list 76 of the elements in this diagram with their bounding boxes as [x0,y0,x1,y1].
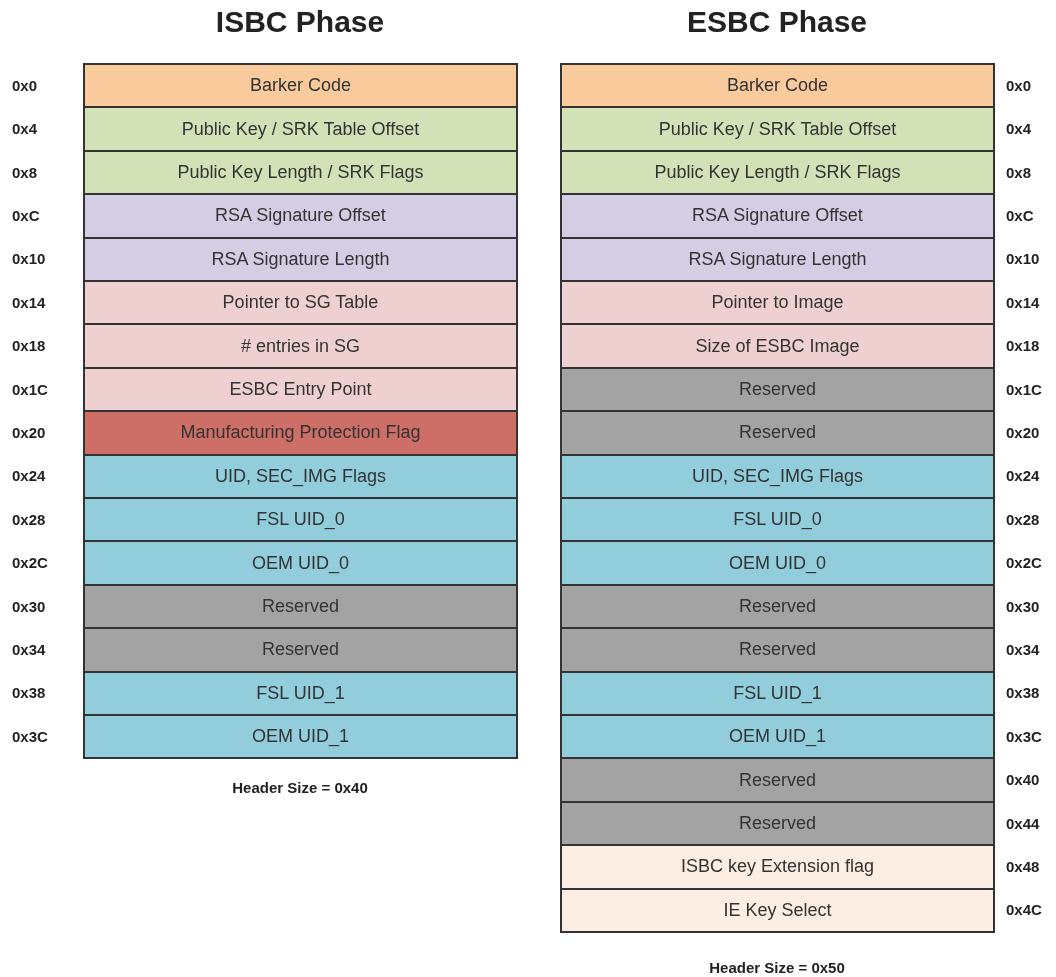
offset-label: 0x20 [12,424,46,440]
table-row: RSA Signature Offset [83,193,518,239]
table-row: ISBC key Extension flag [560,844,995,890]
offset-label: 0x30 [12,598,46,614]
offset-label: 0x18 [1006,338,1040,354]
table-row: Public Key / SRK Table Offset [560,106,995,152]
offset-label: 0x10 [1006,251,1040,267]
table-row: Reserved [560,583,995,630]
offset-label: 0x3C [1006,728,1042,744]
table-row: Public Key Length / SRK Flags [560,149,995,196]
table-row: RSA Signature Length [560,236,995,282]
offset-label: 0x0 [1006,77,1032,93]
offset-label: 0xC [1006,207,1034,223]
table-row: OEM UID_1 [560,714,995,760]
offset-label: 0x28 [12,511,46,527]
table-title: ISBC Phase [215,7,385,37]
offset-label: 0x18 [12,338,46,354]
table-row: # entries in SG [83,323,518,369]
offset-label: 0x34 [12,641,46,657]
offset-label: 0x1C [1006,381,1042,397]
table-row: Manufacturing Protection Flag [83,410,518,456]
table-row: FSL UID_0 [83,497,518,543]
offset-label: 0x24 [1006,468,1040,484]
offset-label: 0x14 [1006,294,1040,310]
offset-label: 0x4C [1006,902,1042,918]
table-row: Reserved [83,583,518,630]
offset-label: 0x28 [1006,511,1040,527]
offset-label: 0xC [12,207,40,223]
table-row: OEM UID_0 [83,540,518,586]
offset-label: 0x20 [1006,424,1040,440]
offset-label: 0x44 [1006,815,1040,831]
offset-label: 0x4 [12,121,38,137]
table-row: FSL UID_0 [560,497,995,543]
offset-label: 0x0 [12,77,38,93]
table-row: Reserved [560,627,995,673]
header-size-note: Header Size = 0x50 [709,959,845,975]
table-row: RSA Signature Length [83,236,518,282]
table-row: Reserved [560,410,995,456]
offset-label: 0x38 [1006,685,1040,701]
table-row: OEM UID_0 [560,540,995,586]
offset-label: 0x14 [12,294,46,310]
offset-label: 0x2C [1006,555,1042,571]
offset-label: 0x1C [12,381,48,397]
table-row: UID, SEC_IMG Flags [83,453,518,499]
table-row: FSL UID_1 [560,670,995,716]
offset-label: 0x38 [12,685,46,701]
offset-label: 0x30 [1006,598,1040,614]
offset-label: 0x10 [12,251,46,267]
table-row: Barker Code [83,63,518,109]
offset-label: 0x40 [1006,772,1040,788]
table-row: Public Key Length / SRK Flags [83,149,518,196]
table-row: IE Key Select [560,887,995,933]
offset-label: 0x2C [12,555,48,571]
table-title: ESBC Phase [686,7,868,37]
header-size-note: Header Size = 0x40 [232,779,368,795]
table-row: Pointer to SG Table [83,280,518,326]
table-row: OEM UID_1 [83,714,518,760]
table-row: Public Key / SRK Table Offset [83,106,518,152]
offset-label: 0x8 [12,164,38,180]
offset-label: 0x48 [1006,858,1040,874]
offset-label: 0x34 [1006,641,1040,657]
table-row: Barker Code [560,63,995,109]
offset-label: 0x4 [1006,121,1032,137]
table-row: ESBC Entry Point [83,366,518,413]
offset-label: 0x8 [1006,164,1032,180]
table-row: RSA Signature Offset [560,193,995,239]
table-row: UID, SEC_IMG Flags [560,453,995,499]
table-row: Size of ESBC Image [560,323,995,369]
offset-label: 0x3C [12,728,48,744]
table-row: Reserved [83,627,518,673]
table-row: Reserved [560,757,995,803]
table-row: FSL UID_1 [83,670,518,716]
table-row: Reserved [560,366,995,413]
table-row: Pointer to Image [560,280,995,326]
table-row: Reserved [560,800,995,847]
offset-label: 0x24 [12,468,46,484]
